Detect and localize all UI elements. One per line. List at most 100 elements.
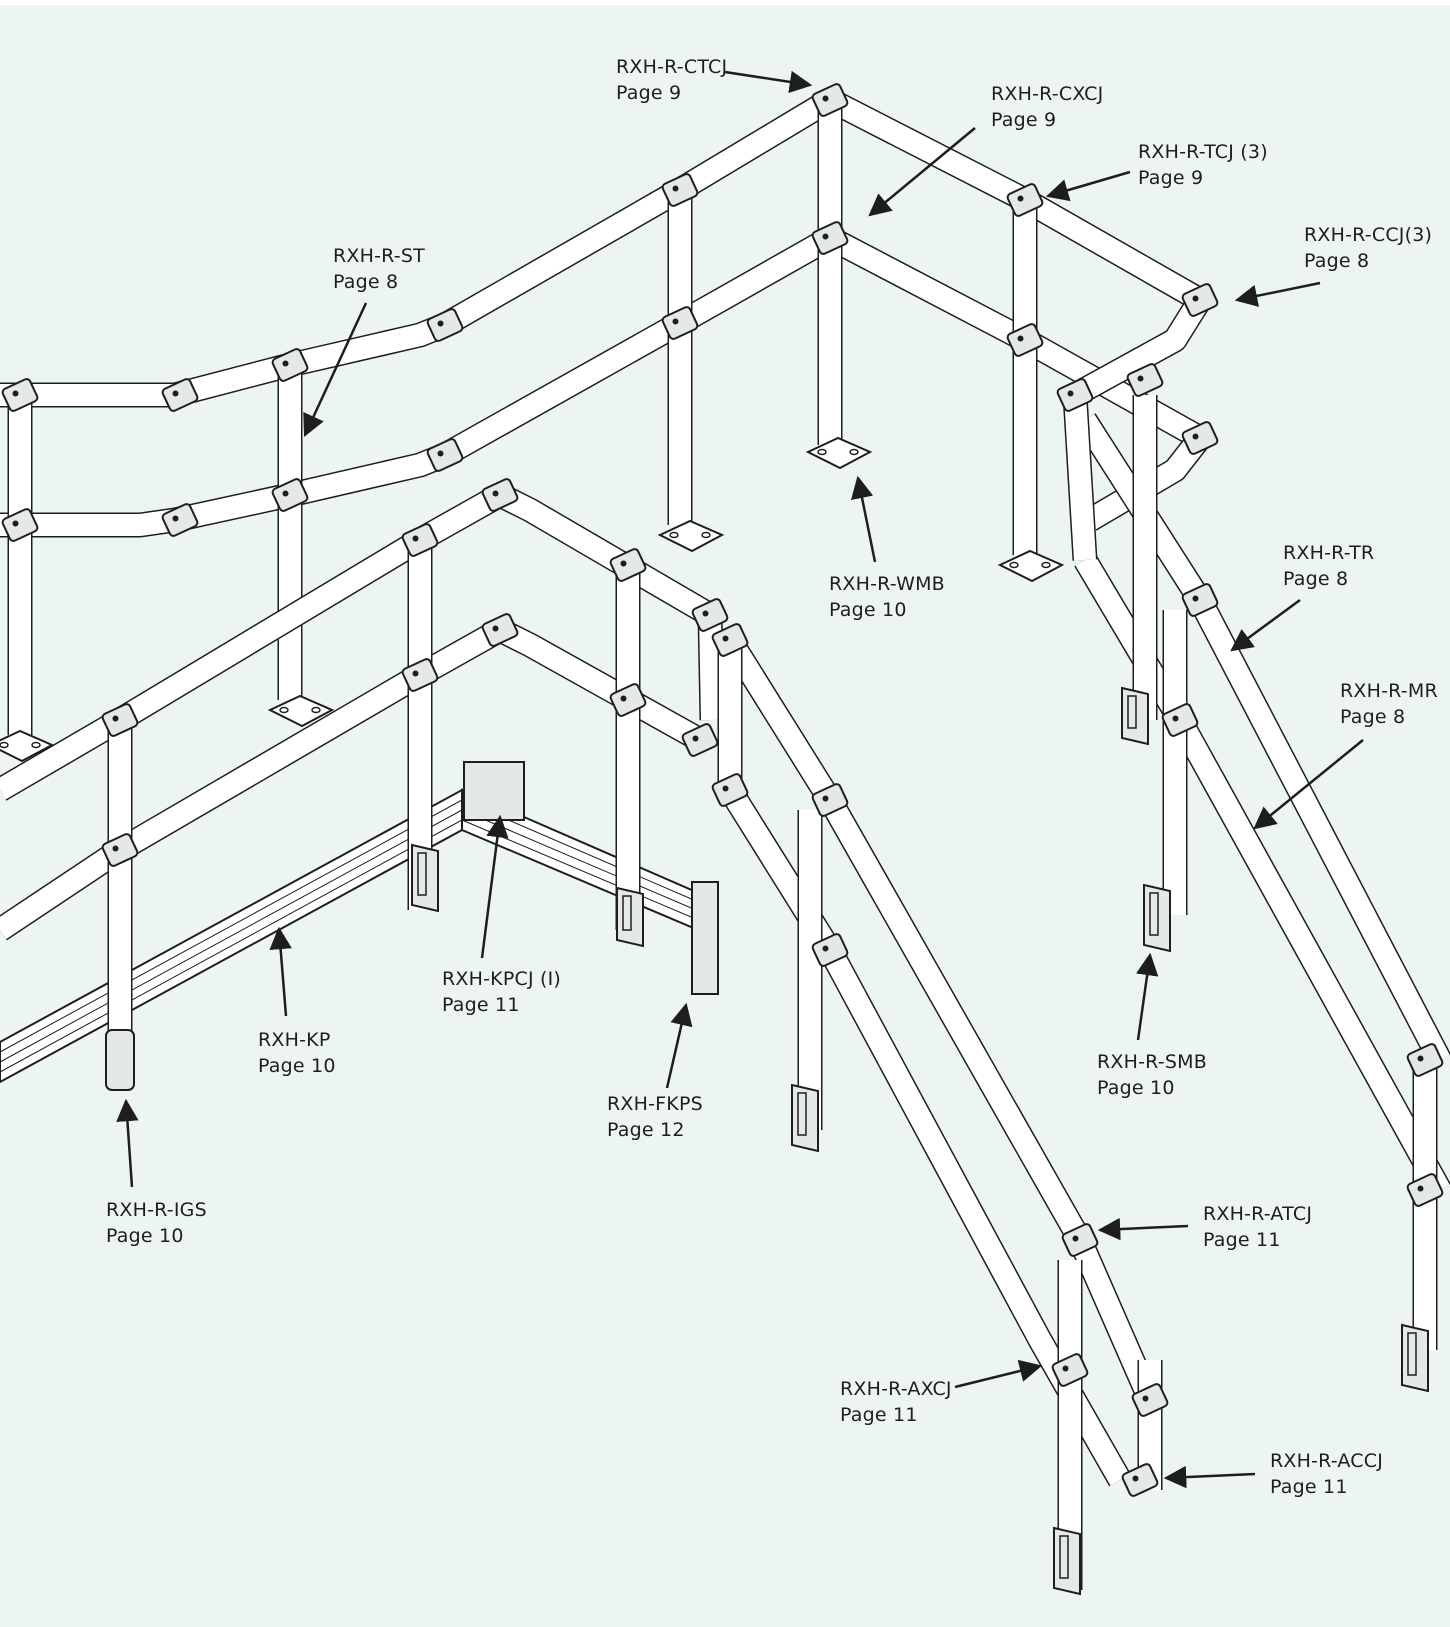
callout-ctcj: RXH-R-CTCJ Page 9 [616,54,727,106]
side-mount-bracket [1143,883,1171,953]
plate [0,729,55,763]
callout-page: Page 10 [829,599,907,621]
fitting [1056,378,1094,412]
grub-screw [112,715,119,722]
mount-plate [1143,883,1171,953]
tube-outline [0,482,717,801]
grub-screw [1017,195,1024,202]
fitting-body [811,221,849,255]
arrow-kp [269,926,292,1017]
fitting-body [811,83,849,117]
grub-screw [1192,433,1199,440]
fitting [609,683,647,717]
fitting [609,548,647,582]
fitting-body [1056,378,1094,412]
callout-page: Page 8 [1283,568,1349,590]
grub-screw [702,610,709,617]
plate-hole [817,448,827,456]
tube-group [0,88,1450,1590]
side-mount-bracket [411,843,439,913]
callout-code: RXH-R-TCJ (3) [1138,141,1268,163]
callout-mr: RXH-R-MR Page 8 [1340,678,1438,730]
grub-screw [112,845,119,852]
callout-code: RXH-R-CXCJ [991,83,1104,105]
mount-slot [797,1092,807,1136]
mount-slot [1059,1535,1069,1579]
plate-hole [31,741,41,749]
fitting-body [1406,1173,1444,1207]
fitting [1131,1383,1169,1417]
kickplate-corner-joint [463,761,525,821]
plate-hole [311,706,321,714]
grub-screw [412,670,419,677]
callout-atcj: RXH-R-ATCJ Page 11 [1203,1201,1312,1253]
fitting-body [481,613,519,647]
callout-page: Page 8 [1304,250,1370,272]
fitting [1406,1173,1444,1207]
callout-page: Page 10 [1097,1077,1175,1099]
callout-st: RXH-R-ST Page 8 [333,243,425,295]
stair-top-rail-centre [719,633,1162,1406]
side-mount-bracket [791,1083,819,1153]
plate [267,694,335,728]
fitting-body [426,438,464,472]
callout-code: RXH-R-MR [1340,680,1438,702]
floor-plate [267,694,335,728]
fitting-body [1006,323,1044,357]
callout-page: Page 8 [333,271,399,293]
callout-code: RXH-R-ACCJ [1270,1450,1384,1472]
grub-screw [1417,1185,1424,1192]
fitting-body [426,308,464,342]
grub-screw [12,520,19,527]
callout-code: RXH-R-AXCJ [840,1378,952,1400]
grub-screw [492,625,499,632]
grub-screw [822,233,829,240]
mount-slot [1149,892,1159,936]
tube-body [0,228,836,536]
fitting-body [609,683,647,717]
fitting-body [681,723,719,757]
grub-screw [1172,715,1179,722]
fitting-body [101,703,139,737]
floor-plate [0,729,55,763]
callout-code: RXH-FKPS [607,1093,703,1115]
callout-kp: RXH-KP Page 10 [258,1027,336,1079]
floor-plate [997,549,1065,583]
fitting [711,623,749,657]
grub-screw [1417,1055,1424,1062]
callout-code: RXH-R-IGS [106,1199,207,1221]
fitting [161,503,199,537]
arrow-tr [1230,598,1301,652]
fitting [426,308,464,342]
callout-page: Page 10 [106,1225,184,1247]
kickplate-rib [0,809,463,1063]
fitting-body [1406,1043,1444,1077]
callout-code: RXH-R-TR [1283,542,1375,564]
fitting [811,783,849,817]
callout-page: Page 11 [840,1404,918,1426]
callout-kpcj: RXH-KPCJ (I) Page 11 [442,966,561,1018]
fitting-body [661,306,699,340]
kickplate-floor-support [691,881,719,995]
grub-screw [1062,1365,1069,1372]
grub-screw [620,695,627,702]
grub-screw [492,490,499,497]
callout-code: RXH-R-WMB [829,573,945,595]
fitting-body [811,933,849,967]
grub-screw [1137,375,1144,382]
grub-screw [172,515,179,522]
fitting [1006,323,1044,357]
fitting-body [271,348,309,382]
grub-screw [722,785,729,792]
fitting-body [1131,1383,1169,1417]
callout-smb: RXH-R-SMB Page 10 [1097,1049,1207,1101]
mount-slot [1127,695,1137,729]
callout-page: Page 11 [442,994,520,1016]
arrow-fkps [665,1002,693,1089]
fitting-body [609,548,647,582]
callout-tcj: RXH-R-TCJ (3) Page 9 [1138,139,1268,191]
grub-screw [1192,295,1199,302]
fitting [161,378,199,412]
mid-rail-front [0,617,707,941]
